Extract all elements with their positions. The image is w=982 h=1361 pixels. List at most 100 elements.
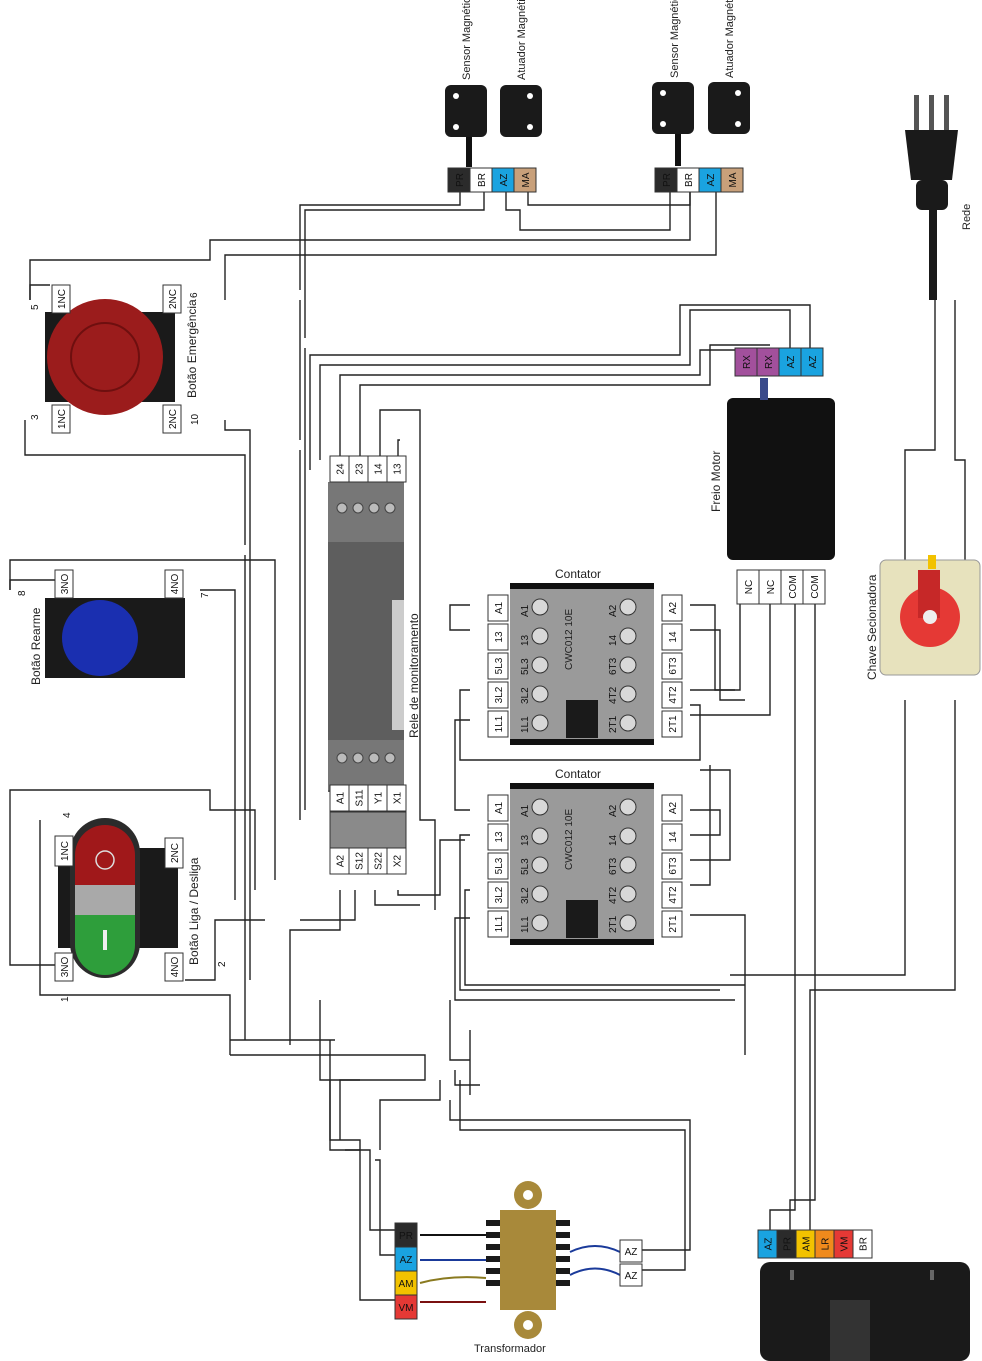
screw-icon <box>619 685 637 703</box>
contactor-terminal-5l3: 5L3 <box>487 852 509 880</box>
contactor-terminal-14: 14 <box>661 823 683 851</box>
brake-terminal-rx: RX <box>734 347 758 377</box>
terminal-label: 14 <box>668 831 679 843</box>
terminal-label: 3L2 <box>494 886 505 903</box>
terminal-label: MA <box>728 172 739 187</box>
motor-terminal-br: BR <box>852 1229 873 1259</box>
terminal-label: 4NO <box>170 956 181 977</box>
terminal-label: 1L1 <box>494 915 505 932</box>
sensor-body <box>445 85 487 137</box>
brake-terminal-nc: NC <box>736 569 760 605</box>
terminal-label: 4T2 <box>668 686 679 704</box>
onoff-terminal-1nc: 1NC <box>54 835 74 867</box>
wire-number: 2 <box>217 961 228 967</box>
terminal-label: 2NC <box>170 843 181 863</box>
screw-icon <box>619 714 637 732</box>
motor-brake: Freio Motor <box>709 378 835 560</box>
brake-terminal-rx: RX <box>756 347 780 377</box>
emergency-terminal-1nc: 1NC <box>51 284 71 314</box>
terminal-label: 5L3 <box>494 857 505 874</box>
onoff-label: Botão Liga / Desliga <box>187 857 201 965</box>
terminal-label: 13 <box>494 631 505 643</box>
screw-label: A2 <box>608 804 619 817</box>
brake-terminal-com: COM <box>780 569 804 605</box>
sensor-terminal-az: AZ <box>491 167 515 193</box>
contactor-terminal-6t3: 6T3 <box>661 852 683 880</box>
terminal-label: AZ <box>706 174 717 187</box>
relay-terminal-x1: X1 <box>386 784 407 812</box>
motor-terminal-am: AM <box>795 1229 816 1259</box>
terminal-label: 6T3 <box>668 657 679 675</box>
screw-icon <box>531 656 549 674</box>
magnetic-sensor-2: Sensor Magnético Atuador Magnético <box>652 0 750 166</box>
screw-icon <box>619 856 637 874</box>
contactor-terminal-5l3: 5L3 <box>487 652 509 680</box>
terminal-label: VM <box>840 1237 851 1252</box>
actuator-body <box>500 85 542 137</box>
power-plug-icon: Rede <box>905 95 973 300</box>
actuator-label: Atuador Magnético <box>724 0 736 78</box>
screw-icon <box>531 827 549 845</box>
wire-number: 7 <box>200 592 211 598</box>
contactor-terminal-1l1: 1L1 <box>487 710 509 738</box>
terminal-label: A1 <box>336 791 347 804</box>
terminal-label: A2 <box>336 854 347 867</box>
relay-connector <box>329 811 407 849</box>
screw-icon <box>531 714 549 732</box>
rearm-blue-cap <box>62 600 138 676</box>
relay-terminal-23: 23 <box>348 455 369 483</box>
sensor-body <box>652 82 694 134</box>
emergency-terminal-2nc: 2NC <box>162 284 182 314</box>
screw-label: 5L3 <box>520 858 531 875</box>
sensor-terminal-br: BR <box>469 167 493 193</box>
brake-terminal-az: AZ <box>778 347 802 377</box>
contactor-terminal-a2: A2 <box>661 794 683 822</box>
terminal-label: PR <box>783 1237 794 1251</box>
terminal-label: 2NC <box>168 409 179 429</box>
terminal-label: 4NO <box>170 573 181 594</box>
screw-icon <box>531 598 549 616</box>
monitoring-relay: Rele de monitoramento <box>328 482 421 792</box>
terminal-label: S11 <box>355 789 366 806</box>
transformer: Transformador <box>419 1181 621 1355</box>
motor-terminal-pr: PR <box>776 1229 797 1259</box>
screw-icon <box>531 798 549 816</box>
rearm-button: Botão Rearme <box>29 598 185 685</box>
terminal-label: 1NC <box>57 289 68 309</box>
rede-label: Rede <box>961 204 973 230</box>
terminal-label: 3L2 <box>494 686 505 703</box>
screw-label: A1 <box>520 604 531 617</box>
terminal-label: BR <box>684 173 695 187</box>
transformer-terminal-vm: VM <box>394 1294 418 1320</box>
terminal-label: COM <box>810 575 821 598</box>
brake-terminal-nc: NC <box>758 569 782 605</box>
terminal-label: 1NC <box>60 841 71 861</box>
terminal-label: AZ <box>764 1238 775 1251</box>
transformer-terminal-az: AZ <box>619 1239 643 1263</box>
wire-number: 1 <box>60 996 71 1002</box>
terminal-label: A2 <box>668 801 679 814</box>
rearm-terminal-4no: 4NO <box>164 569 184 599</box>
relay-terminal-s11: S11 <box>348 784 369 812</box>
terminal-label: 2T1 <box>668 915 679 933</box>
terminal-label: AZ <box>786 356 797 369</box>
terminal-label: BR <box>859 1237 870 1251</box>
transformer-terminal-az: AZ <box>394 1246 418 1272</box>
screw-label: 3L2 <box>520 887 531 904</box>
terminal-label: A1 <box>494 601 505 614</box>
brake-body <box>727 398 835 560</box>
sensor-label: Sensor Magnético <box>669 0 681 78</box>
magnetic-sensor-1: Sensor Magnético Atuador Magnético <box>445 0 542 167</box>
motor-terminal-az: AZ <box>757 1229 778 1259</box>
screw-icon <box>531 627 549 645</box>
screw-label: A2 <box>608 604 619 617</box>
terminal-label: NC <box>744 580 755 594</box>
screw-label: 1L1 <box>520 716 531 733</box>
emergency-button: Botão Emergência <box>45 299 199 415</box>
transformer-terminal-az: AZ <box>619 1263 643 1287</box>
wire-number: 5 <box>30 304 41 310</box>
actuator-body <box>708 82 750 134</box>
terminal-label: 3NO <box>60 573 71 594</box>
terminal-label: 5L3 <box>494 657 505 674</box>
contactor-terminal-3l2: 3L2 <box>487 881 509 909</box>
